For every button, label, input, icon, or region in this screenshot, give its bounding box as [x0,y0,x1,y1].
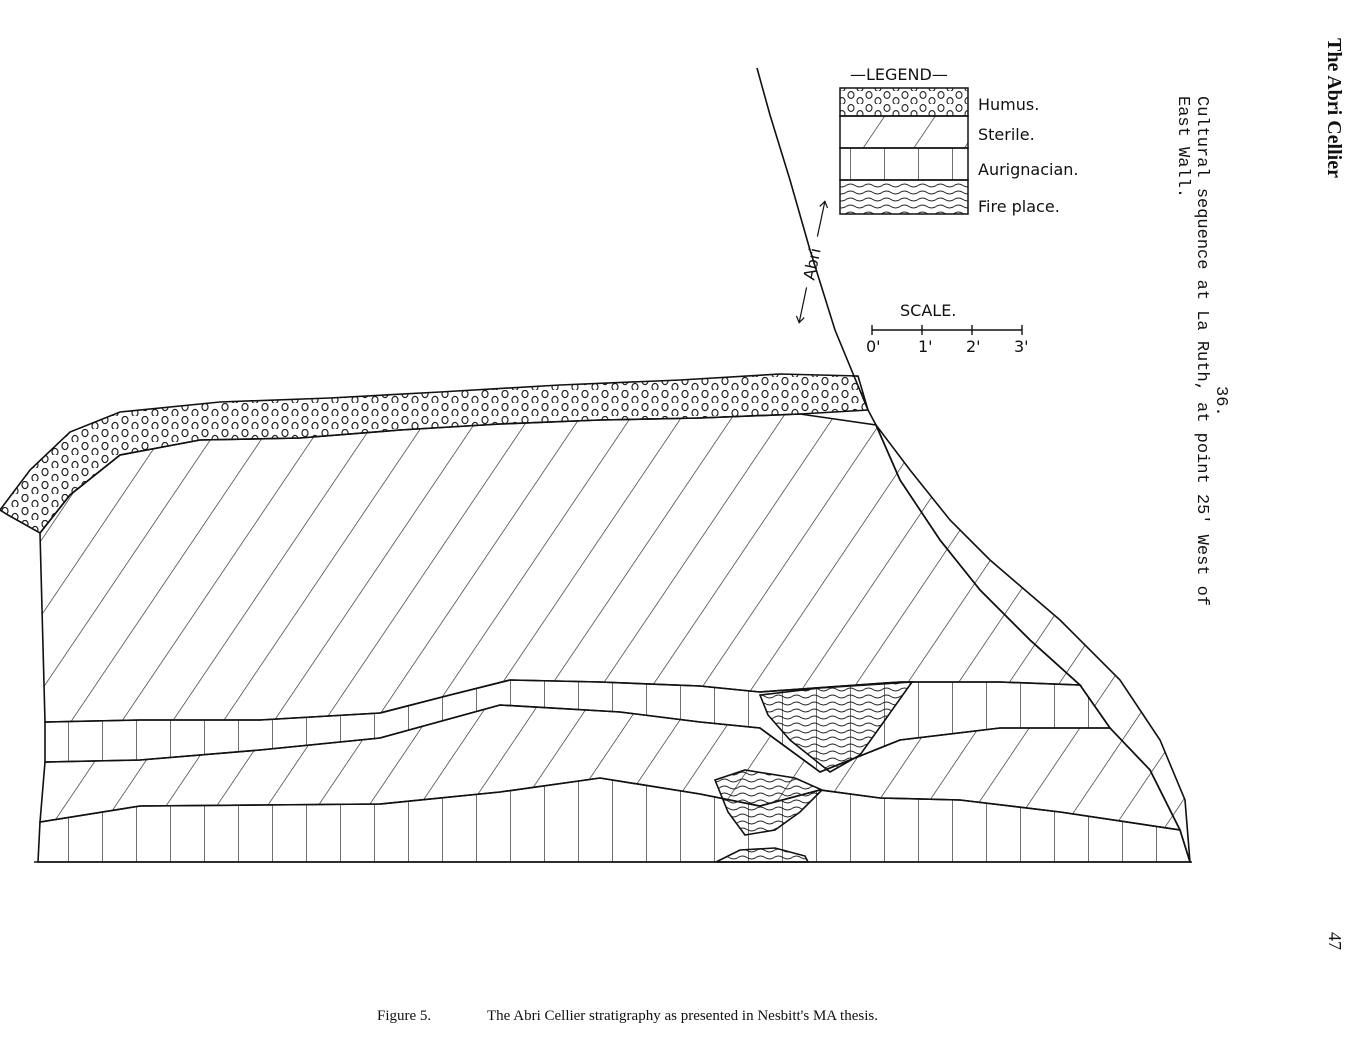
fireplace-middle [713,769,824,836]
figure-caption: Figure 5. The Abri Cellier stratigraphy a… [377,1008,878,1025]
legend-title: —LEGEND— [850,65,948,84]
legend-swatch-sterile [839,115,969,149]
typed-note: 36. Cultural sequence at La Ruth, at poi… [1173,96,1230,606]
legend-swatch-fireplace [839,179,969,215]
fireplace-upper [758,681,914,773]
scale-title: SCALE. [900,301,956,320]
legend-label-fireplace: Fire place. [978,197,1060,216]
legend-label-sterile: Sterile. [978,125,1035,144]
stratigraphy-drawing: Abri —LEGEND— Humus. Sterile. Aurignacia… [0,65,1192,863]
scale-tick-1: 1' [918,337,933,356]
right-sterile-wedge [875,424,1191,863]
figure-number: 36. [1211,386,1230,417]
legend: —LEGEND— Humus. Sterile. Aurignacian. Fi… [839,65,1078,216]
legend-label-humus: Humus. [978,95,1039,114]
legend-label-aurignacian: Aurignacian. [978,160,1078,179]
page-number: 47 [1325,932,1345,950]
legend-swatch-humus [839,87,969,117]
caption-text: The Abri Cellier stratigraphy as present… [487,1008,878,1024]
note-line-1: Cultural sequence at La Ruth, at point 2… [1192,96,1211,607]
humus-layer [0,373,870,535]
scale-bar: SCALE. 0' 1' 2' 3' [866,301,1029,356]
abri-label: Abri [799,246,824,281]
scale-tick-0: 0' [866,337,881,356]
legend-swatch-aurignacian [839,147,969,181]
note-line-2: East Wall. [1173,96,1192,199]
upper-sterile-layer [39,413,1083,723]
caption-label: Figure 5. [377,1008,432,1024]
scale-tick-3: 3' [1014,337,1029,356]
scale-tick-2: 2' [966,337,981,356]
running-title: The Abri Cellier [1323,38,1345,178]
